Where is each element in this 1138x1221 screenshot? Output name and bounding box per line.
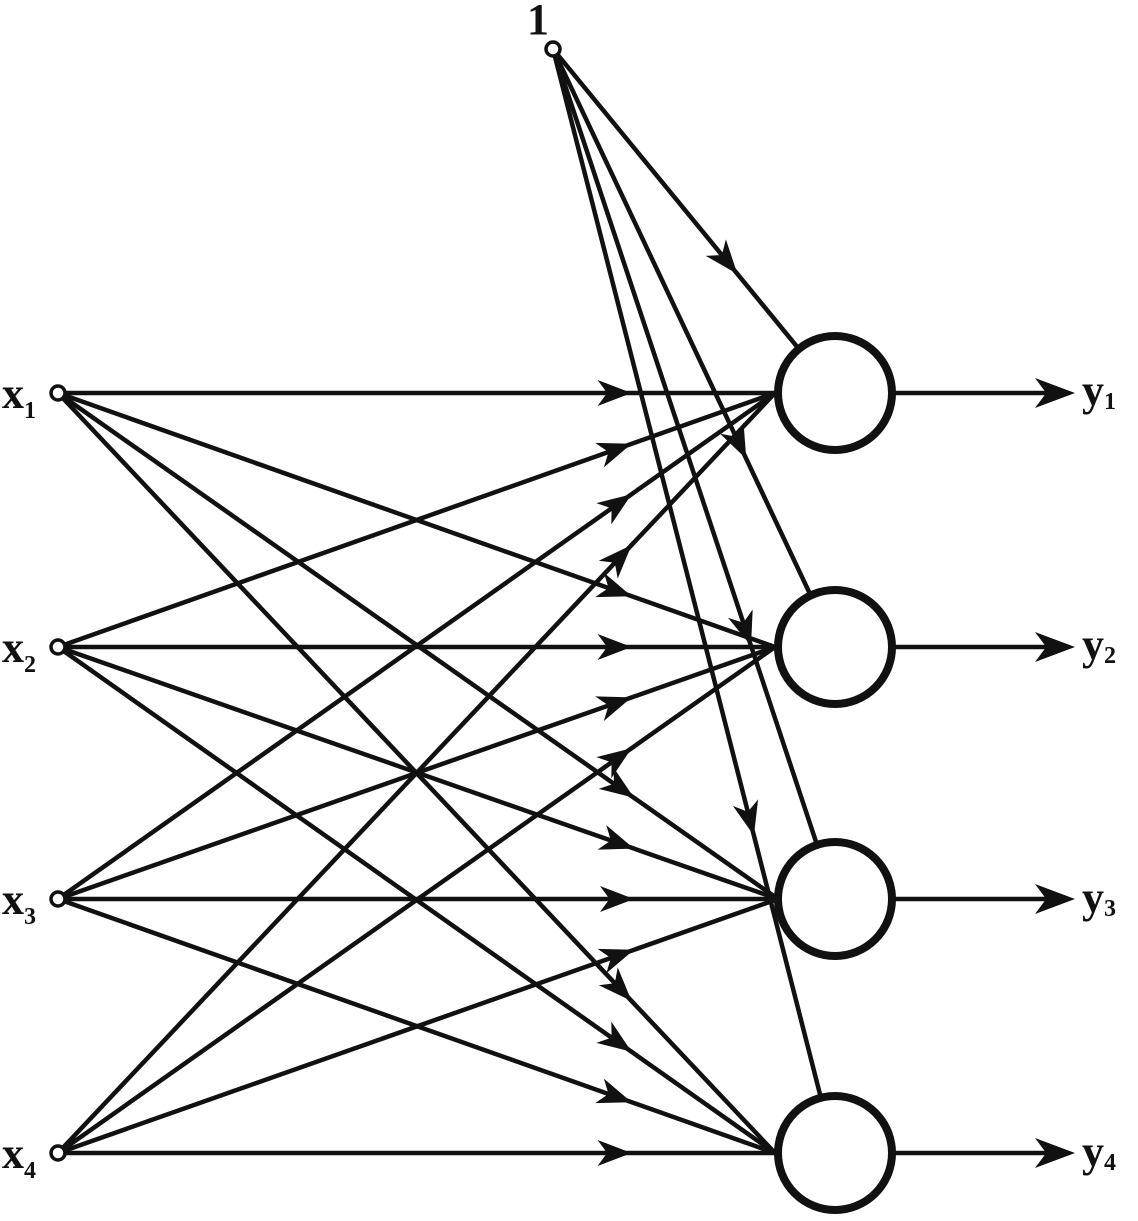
input-terminal-x4 [49,1144,67,1162]
input-label-subscript: 3 [24,904,36,930]
arrowhead-x3-to-n2 [595,696,632,721]
input-terminal-x3 [49,890,67,908]
output-arrowhead-y2 [1035,632,1075,662]
input-label-subscript: 2 [24,652,36,678]
connection-x4-to-n1 [55,390,778,1156]
input-label-base: x [2,875,24,924]
output-label-subscript: 2 [1104,643,1116,669]
arrowhead-x3-to-n4 [595,1078,632,1104]
input-label-x1: x1 [2,369,36,424]
input-label-x3: x3 [2,875,36,930]
bias-arrowhead-n4 [732,799,759,836]
bias-connection-n1 [550,46,802,352]
output-label-y2: y2 [1082,620,1116,669]
input-label-subscript: 1 [24,398,36,424]
arrowhead-x2-to-n2 [597,634,632,660]
input-terminal-x2 [49,638,67,656]
arrowhead-x4-to-n2 [596,748,632,779]
arrowhead-x4-to-n4 [597,1140,632,1166]
arrowhead-x1-to-n3 [598,767,634,798]
connection-x2-to-n1 [55,390,778,650]
output-label-y1: y1 [1082,366,1116,415]
output-label-subscript: 4 [1104,1150,1116,1176]
bias-arrowhead-n1 [705,239,738,274]
neuron-2 [774,586,896,708]
input-label-x2: x2 [2,623,36,678]
neuron-1 [774,332,896,454]
input-label-base: x [2,369,24,418]
node-layer [49,40,896,1214]
input-terminal-x1 [49,384,67,402]
bias-arrowhead-n2 [720,422,747,459]
connection-x3-to-n1 [55,390,778,902]
neuron-4 [774,1092,896,1214]
input-label-subscript: 4 [24,1158,36,1184]
bias-connection-n2 [550,46,813,598]
output-label-subscript: 3 [1104,896,1116,922]
neuron-3 [774,838,896,960]
arrowhead-x3-to-n1 [596,494,632,525]
output-label-base: y [1082,1127,1104,1176]
arrowhead-x4-to-n3 [597,948,634,974]
connection-layer [55,46,1075,1168]
arrowhead-x2-to-n1 [595,442,632,468]
output-arrowhead-y4 [1035,1138,1075,1168]
bias-connection-n4 [550,46,824,1101]
output-arrowhead-y1 [1035,378,1075,408]
bias-label: 1 [527,0,549,44]
connection-x4-to-n3 [55,896,781,1156]
bias-connection-n3 [550,46,820,848]
bias-terminal [544,40,562,58]
output-arrowhead-y3 [1035,884,1075,914]
arrowhead-x1-to-n2 [595,572,632,598]
arrowhead-x3-to-n3 [600,886,634,912]
output-label-base: y [1082,873,1104,922]
arrowhead-x2-to-n3 [597,825,634,850]
connection-x4-to-n2 [55,644,778,1156]
output-label-y4: y4 [1082,1127,1116,1176]
bias-arrowhead-n3 [727,609,753,646]
arrowhead-x1-to-n4 [598,967,632,1001]
arrowhead-x2-to-n4 [596,1021,632,1052]
output-label-subscript: 1 [1104,389,1116,415]
output-label-base: y [1082,620,1104,669]
input-label-base: x [2,623,24,672]
output-label-base: y [1082,366,1104,415]
output-label-y3: y3 [1082,873,1116,922]
arrowhead-x4-to-n1 [598,545,632,579]
input-label-x4: x4 [2,1129,36,1184]
arrowhead-x1-to-n1 [597,380,632,406]
input-label-base: x [2,1129,24,1178]
